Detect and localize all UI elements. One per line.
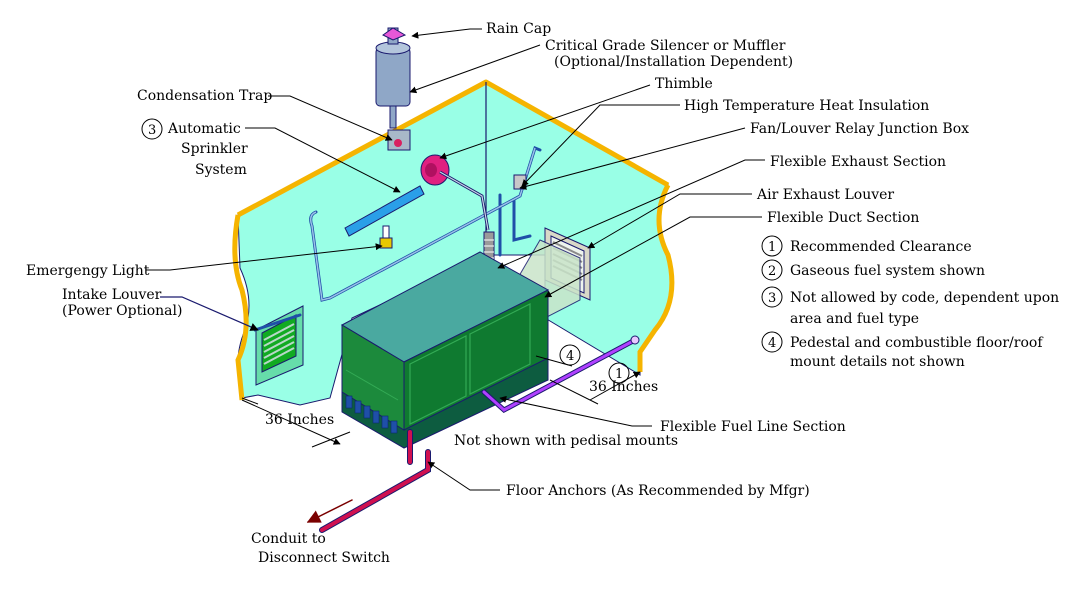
note-text: Gaseous fuel system shown <box>790 263 985 279</box>
wall-piping-light <box>309 147 536 301</box>
sprinkler-note-circle <box>141 118 163 140</box>
note-item: 2 Gaseous fuel system shown <box>761 259 985 281</box>
muffler <box>375 27 411 129</box>
label-sprinkler-line2: Sprinkler <box>181 141 248 157</box>
note-number: 1 <box>768 240 776 255</box>
note-text: Recommended Clearance <box>790 239 972 255</box>
rain-cap <box>382 27 407 41</box>
note-text: Not allowed by code, dependent upon <box>790 290 1059 306</box>
sprinkler-pipe <box>344 185 425 237</box>
leader-lines <box>146 28 765 491</box>
label-conduit-line2: Disconnect Switch <box>258 550 390 566</box>
generator-side <box>403 289 549 431</box>
note-item: 3 Not allowed by code, dependent upon ar… <box>761 286 1059 327</box>
clearance-right-dim <box>549 371 641 405</box>
clearance-left-dim <box>241 397 351 448</box>
label-flexible-fuel-line: Flexible Fuel Line Section <box>660 419 846 435</box>
label-silencer-line1: Critical Grade Silencer or Muffler <box>545 38 786 54</box>
sprinkler-note-number: 3 <box>148 123 156 138</box>
label-rain-cap: Rain Cap <box>486 21 551 37</box>
notes-legend: 1 Recommended Clearance 2 Gaseous fuel s… <box>761 235 1059 370</box>
label-conduit-line1: Conduit to <box>251 531 326 547</box>
fuel-line <box>481 335 640 414</box>
note-item: 1 Recommended Clearance <box>761 235 972 257</box>
conduit <box>306 429 431 533</box>
pedestal-note-circle <box>559 344 581 366</box>
clearance-note-circle <box>608 362 630 384</box>
label-emergency-light: Emergengy Light <box>26 263 150 279</box>
note-item: 4 Pedestal and combustible floor/roof mo… <box>761 331 1044 370</box>
generator <box>340 251 550 449</box>
wall-end-edge-left <box>232 214 249 401</box>
note-text: mount details not shown <box>790 354 965 370</box>
label-sprinkler-line3: System <box>195 162 247 178</box>
note-text: Pedestal and combustible floor/roof <box>790 335 1044 351</box>
label-not-shown-pedestal: Not shown with pedisal mounts <box>454 433 678 449</box>
label-silencer-line2: (Optional/Installation Dependent) <box>554 54 793 70</box>
wall-end-edge-right <box>637 183 675 372</box>
label-flexible-duct: Flexible Duct Section <box>767 210 919 226</box>
label-sprinkler-line1: Automatic <box>167 121 241 137</box>
label-condensation-trap: Condensation Trap <box>137 88 272 104</box>
pedestal-note-number: 4 <box>566 349 574 364</box>
label-air-exhaust-louver: Air Exhaust Louver <box>756 187 894 203</box>
label-fan-louver-junction-box: Fan/Louver Relay Junction Box <box>750 121 969 137</box>
emergency-light <box>379 225 393 249</box>
note-text: area and fuel type <box>790 311 919 327</box>
label-intake-louver-line1: Intake Louver <box>62 287 162 303</box>
note-number: 2 <box>768 264 776 279</box>
label-floor-anchors: Floor Anchors (As Recommended by Mfgr) <box>506 483 810 499</box>
label-clearance-right: 36 Inches <box>589 379 658 395</box>
note-number: 3 <box>768 291 776 306</box>
labels: Rain Cap Critical Grade Silencer or Muff… <box>26 21 969 566</box>
label-high-temp-insulation: High Temperature Heat Insulation <box>684 98 929 114</box>
label-thimble: Thimble <box>655 76 713 92</box>
label-intake-louver-line2: (Power Optional) <box>62 303 182 319</box>
label-flexible-exhaust: Flexible Exhaust Section <box>770 154 946 170</box>
clearance-note-number: 1 <box>615 367 623 382</box>
thimble <box>420 154 450 186</box>
label-clearance-left: 36 Inches <box>265 412 334 428</box>
exhaust-pipe <box>439 170 490 231</box>
note-number: 4 <box>768 336 776 351</box>
